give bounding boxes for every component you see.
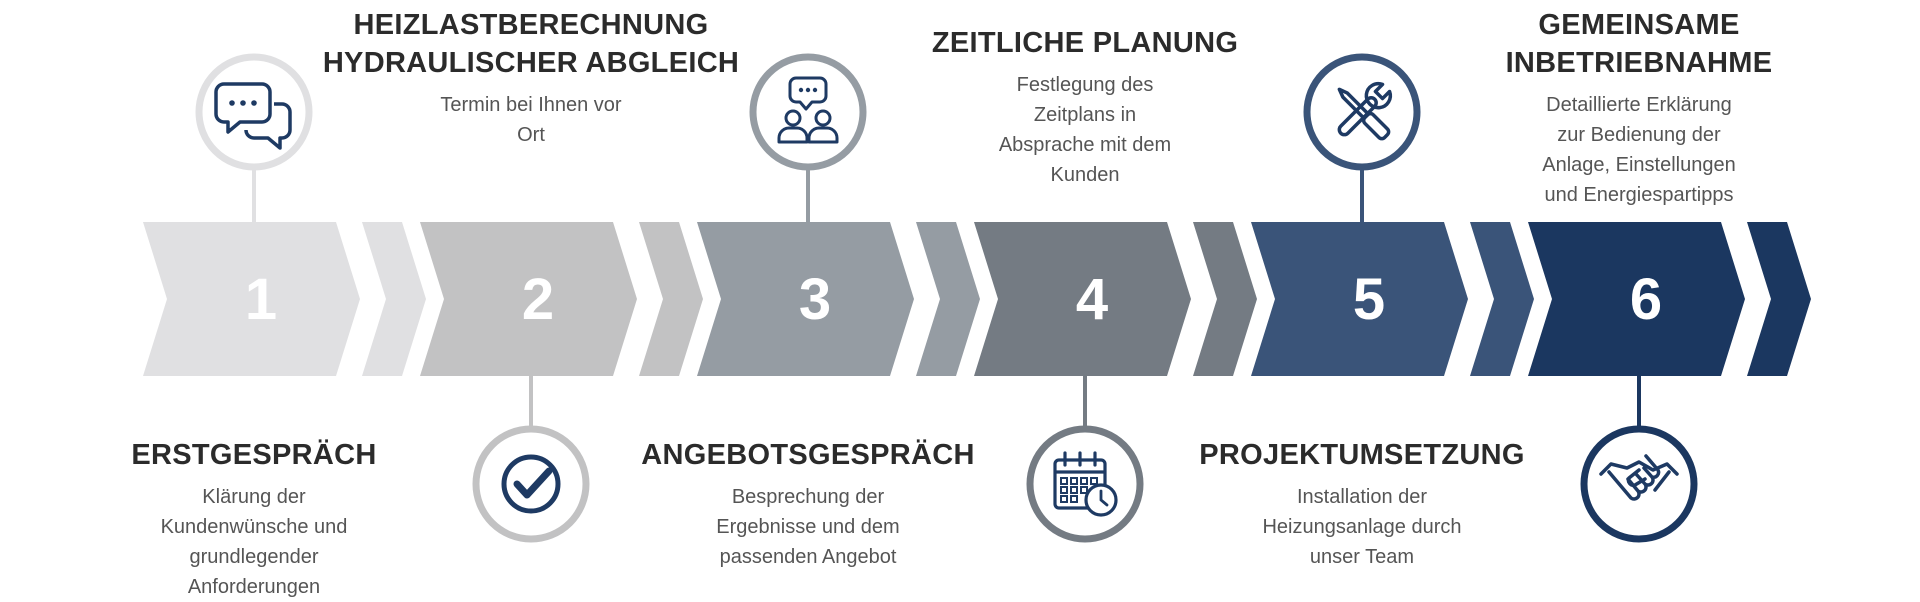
step-2-title-line: HYDRAULISCHER ABGLEICH bbox=[322, 47, 740, 79]
step-4-description-line: Zeitplans in bbox=[1033, 104, 1137, 126]
step-2-title-line: HEIZLASTBERECHNUNG bbox=[353, 9, 709, 41]
step-5: 5 bbox=[1251, 53, 1534, 376]
step-6-description-line: Anlage, Einstellungen bbox=[1542, 154, 1736, 176]
step-6-number: 6 bbox=[1630, 267, 1662, 332]
step-6-title: GEMEINSAME INBETRIEBNAHME bbox=[1419, 6, 1859, 82]
step-5-description-line: Heizungsanlage durch bbox=[1262, 516, 1462, 538]
step-6-description-line: Detaillierte Erklärung bbox=[1546, 94, 1732, 116]
step-2-description-line: Ort bbox=[517, 124, 545, 146]
step-3: 3 bbox=[697, 53, 980, 376]
step-6-description-line: zur Bedienung der bbox=[1557, 124, 1721, 146]
step-2-number: 2 bbox=[522, 267, 554, 332]
step-3-description-line: Besprechung der bbox=[731, 486, 885, 508]
step-4: 4 bbox=[974, 222, 1257, 543]
step-6-chevron bbox=[1528, 222, 1745, 376]
step-2-chevron bbox=[420, 222, 637, 376]
calendar-clock-icon bbox=[1053, 451, 1118, 517]
step-6-small-chevron bbox=[1747, 222, 1811, 376]
step-1: 1 bbox=[143, 53, 426, 376]
step-4-description-line: Kunden bbox=[1050, 164, 1120, 186]
step-4-chevron bbox=[974, 222, 1191, 376]
step-2-small-chevron bbox=[639, 222, 703, 376]
step-5-title-line: PROJEKTUMSETZUNG bbox=[1199, 439, 1525, 471]
step-4-small-chevron bbox=[1193, 222, 1257, 376]
step-4-number: 4 bbox=[1076, 267, 1108, 332]
step-4-title-line: ZEITLICHE PLANUNG bbox=[931, 27, 1239, 59]
step-4-title: ZEITLICHE PLANUNG bbox=[865, 24, 1305, 62]
tools-icon bbox=[1337, 82, 1392, 141]
step-5-icon-ring bbox=[1303, 53, 1421, 171]
step-1-chevron bbox=[143, 222, 360, 376]
step-1-title-line: ERSTGESPRÄCH bbox=[131, 439, 377, 471]
step-1-number: 1 bbox=[245, 267, 277, 332]
step-5-number: 5 bbox=[1353, 267, 1385, 332]
step-4-description-line: Festlegung des bbox=[1016, 74, 1154, 96]
step-5-description-line: unser Team bbox=[1309, 546, 1415, 568]
step-1-small-chevron bbox=[362, 222, 426, 376]
step-4-description-line: Absprache mit dem bbox=[998, 134, 1172, 156]
step-1-description-line: Klärung der bbox=[202, 486, 306, 508]
people-chat-icon bbox=[777, 76, 839, 144]
step-3-title: ANGEBOTSGESPRÄCH bbox=[588, 436, 1028, 474]
step-6-description-line: und Energiespartipps bbox=[1544, 184, 1734, 206]
step-3-description-line: Ergebnisse und dem bbox=[716, 516, 900, 538]
step-6-title-line: INBETRIEBNAHME bbox=[1505, 47, 1773, 79]
step-1-description-line: Anforderungen bbox=[187, 576, 321, 598]
step-6-title-line: GEMEINSAME bbox=[1538, 9, 1740, 41]
step-3-description-line: passenden Angebot bbox=[719, 546, 897, 568]
step-2-icon-ring bbox=[472, 425, 590, 543]
step-6: 6 bbox=[1528, 222, 1811, 543]
step-3-small-chevron bbox=[916, 222, 980, 376]
step-2-title: HEIZLASTBERECHNUNG HYDRAULISCHER ABGLEICH bbox=[311, 6, 751, 82]
chat-bubbles-icon bbox=[214, 82, 292, 150]
step-5-chevron bbox=[1251, 222, 1468, 376]
checkmark-circle-icon bbox=[501, 454, 561, 514]
step-1-title: ERSTGESPRÄCH bbox=[34, 436, 474, 474]
step-2: 2 bbox=[420, 222, 703, 543]
step-3-number: 3 bbox=[799, 267, 831, 332]
step-3-chevron bbox=[697, 222, 914, 376]
step-5-small-chevron bbox=[1470, 222, 1534, 376]
step-5-description-line: Installation der bbox=[1296, 486, 1428, 508]
handshake-icon bbox=[1599, 454, 1679, 501]
step-1-description-line: grundlegender bbox=[189, 546, 319, 568]
step-2-description-line: Termin bei Ihnen vor bbox=[440, 94, 622, 116]
step-3-title-line: ANGEBOTSGESPRÄCH bbox=[641, 439, 975, 471]
step-5-title: PROJEKTUMSETZUNG bbox=[1142, 436, 1582, 474]
step-1-description-line: Kundenwünsche und bbox=[160, 516, 348, 538]
